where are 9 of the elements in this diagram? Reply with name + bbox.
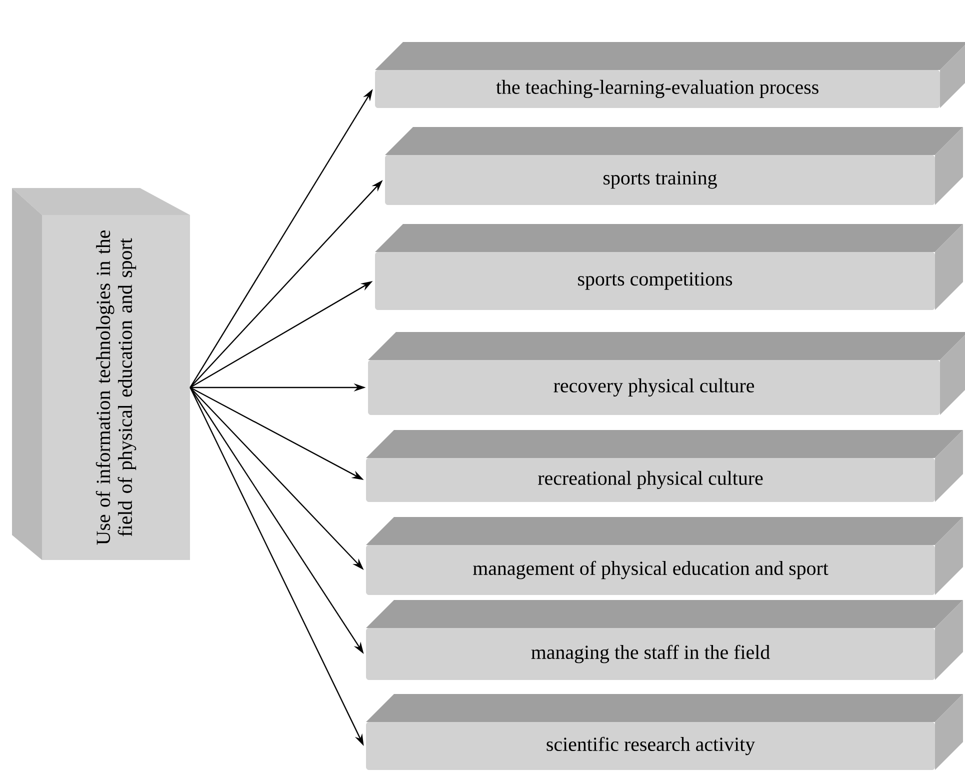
block-box: sports training (385, 126, 963, 205)
block-box: managing the staff in the field (366, 600, 963, 680)
block-box: sports competitions (375, 224, 963, 310)
block-box: Use of information technologies in the field of physical education and sport (12, 188, 190, 560)
block-box: the teaching-learning-evaluation process (375, 42, 965, 108)
block-box: management of physical education and sport (366, 516, 963, 595)
block-box: recreational physical culture (366, 430, 963, 502)
block-box: recovery physical culture (368, 332, 965, 415)
block-box: scientific research activity (366, 694, 963, 770)
